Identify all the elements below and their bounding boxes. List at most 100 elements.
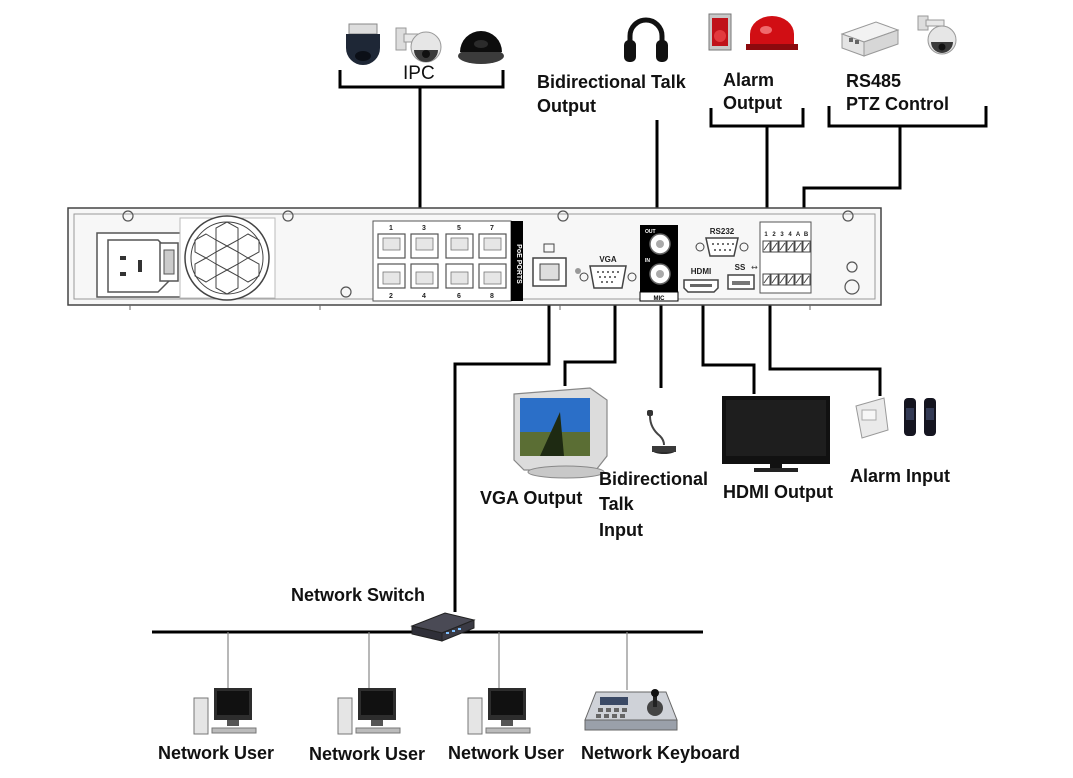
poe-ports-label: PoE PORTS [515, 244, 522, 284]
ipc-dome-camera-icon [458, 31, 504, 64]
poe-label-strip [511, 221, 523, 301]
ptz-label-line2: PTZ Control [846, 94, 949, 114]
network-bus [152, 630, 703, 690]
poe-port-icon [445, 233, 474, 259]
screw-icon [340, 286, 352, 298]
poe-port-icon [478, 263, 507, 289]
hdmi-line [701, 292, 756, 394]
hdmi-port-label: HDMI [691, 267, 711, 276]
poe-bottom-number-6: 6 [457, 293, 461, 300]
alarm-beam-sensor-icon [904, 398, 936, 436]
vga-port-icon: VGA [579, 255, 637, 289]
relay-terminal-label: 1 [764, 232, 768, 238]
screw-icon [842, 210, 854, 222]
ptz-bracket [827, 106, 988, 128]
poe-top-number-7: 7 [490, 225, 494, 232]
mic-label: MIC [654, 296, 666, 302]
hdmi-tv-icon [722, 396, 830, 472]
alarm-pir-sensor-icon [855, 397, 889, 439]
ipc-label: IPC [403, 63, 435, 84]
hdmi-output-label: HDMI Output [723, 482, 833, 502]
vga-output-label: VGA Output [480, 488, 583, 508]
poe-port-icon [478, 233, 507, 259]
nvr-rear-panel: 1 3 5 7 2 4 6 8 PoE PORTS VGA [67, 207, 882, 310]
terminal-screw-icon [794, 240, 803, 253]
poe-bottom-number-2: 2 [389, 293, 393, 300]
relay-terminal-label: B [804, 232, 809, 238]
fan-icon [179, 215, 276, 301]
vga-port-label: VGA [599, 255, 617, 264]
alarm-input-label: Alarm Input [850, 466, 951, 486]
network-port-icon [532, 243, 581, 287]
terminal-screw-icon [802, 240, 811, 253]
terminal-screw-icon [778, 240, 787, 253]
rs232-port-icon: RS232 [695, 227, 749, 257]
network-user-computer-icon-3 [467, 688, 531, 735]
screw-icon [282, 210, 294, 222]
poe-port-icon [410, 233, 439, 259]
terminal-screw-icon [770, 240, 779, 253]
terminal-screw-icon [762, 240, 771, 253]
audio-ports-block: OUT IN MIC [639, 225, 679, 302]
poe-port-icon [410, 263, 439, 289]
connection-lines [338, 70, 988, 612]
vga-monitor-icon [513, 387, 608, 479]
usb-label: SS [735, 263, 746, 272]
screw-icon [122, 210, 134, 222]
network-switch-icon [410, 612, 476, 642]
relay-terminal-label: 4 [788, 232, 792, 238]
network-user-label-1: Network User [158, 743, 275, 763]
relay-terminal-label: 3 [780, 232, 784, 238]
poe-port-icon [377, 263, 406, 289]
network-user-computer-icon-1 [193, 688, 257, 735]
svg-text:↔: ↔ [751, 263, 758, 272]
network-user-label-3: Network User [448, 743, 565, 763]
ipc-speed-dome-camera-icon [346, 23, 380, 65]
network-line [453, 292, 551, 612]
poe-bottom-number-8: 8 [490, 293, 494, 300]
poe-top-number-5: 5 [457, 225, 461, 232]
usb-port-icon: SS ↔ [727, 263, 758, 290]
microphone-icon [647, 410, 676, 454]
talk-output-label-line1: Bidirectional Talk [537, 72, 686, 92]
talk-input-label-line2: Talk [599, 494, 634, 514]
alarm-siren-icon [746, 16, 798, 50]
talk-input-label-line3: Input [599, 520, 643, 540]
relay-terminal-label: A [796, 232, 801, 238]
audio-in-label: IN [645, 258, 650, 264]
poe-port-icon [377, 233, 406, 259]
poe-top-number-3: 3 [422, 225, 426, 232]
screw-icon [557, 210, 569, 222]
network-keyboard-icon [584, 689, 678, 731]
alarm-input-line [768, 292, 882, 396]
power-switch-icon [159, 242, 179, 282]
talk-output-label-line2: Output [537, 96, 596, 116]
alarm-strobe-icon [708, 13, 732, 51]
terminal-screw-icon [802, 273, 811, 286]
vga-line [563, 292, 617, 386]
ptz-decoder-box-icon [840, 21, 900, 57]
network-user-computer-icon-2 [337, 688, 401, 735]
ptz-label-line1: RS485 [846, 71, 902, 91]
terminal-screw-icon [786, 240, 795, 253]
poe-port-icon [445, 263, 474, 289]
headphones-icon [624, 17, 668, 62]
ground-symbol-icon [846, 261, 858, 273]
terminal-screw-icon [762, 273, 771, 286]
terminal-screw-icon [778, 273, 787, 286]
poe-ports: 1 3 5 7 2 4 6 8 PoE PORTS [372, 220, 523, 302]
talk-input-label-line1: Bidirectional [599, 469, 709, 489]
rs232-label: RS232 [710, 227, 735, 236]
network-user-label-2: Network User [309, 744, 426, 764]
network-switch-label: Network Switch [291, 585, 426, 605]
ptz-camera-icon [917, 15, 957, 55]
poe-bottom-number-4: 4 [422, 293, 426, 300]
hdmi-port-icon: HDMI [683, 267, 719, 293]
network-keyboard-label: Network Keyboard [581, 743, 741, 763]
ipc-ptz-camera-icon [395, 27, 442, 63]
ground-screw-icon [844, 279, 860, 295]
terminal-screw-icon [794, 273, 803, 286]
